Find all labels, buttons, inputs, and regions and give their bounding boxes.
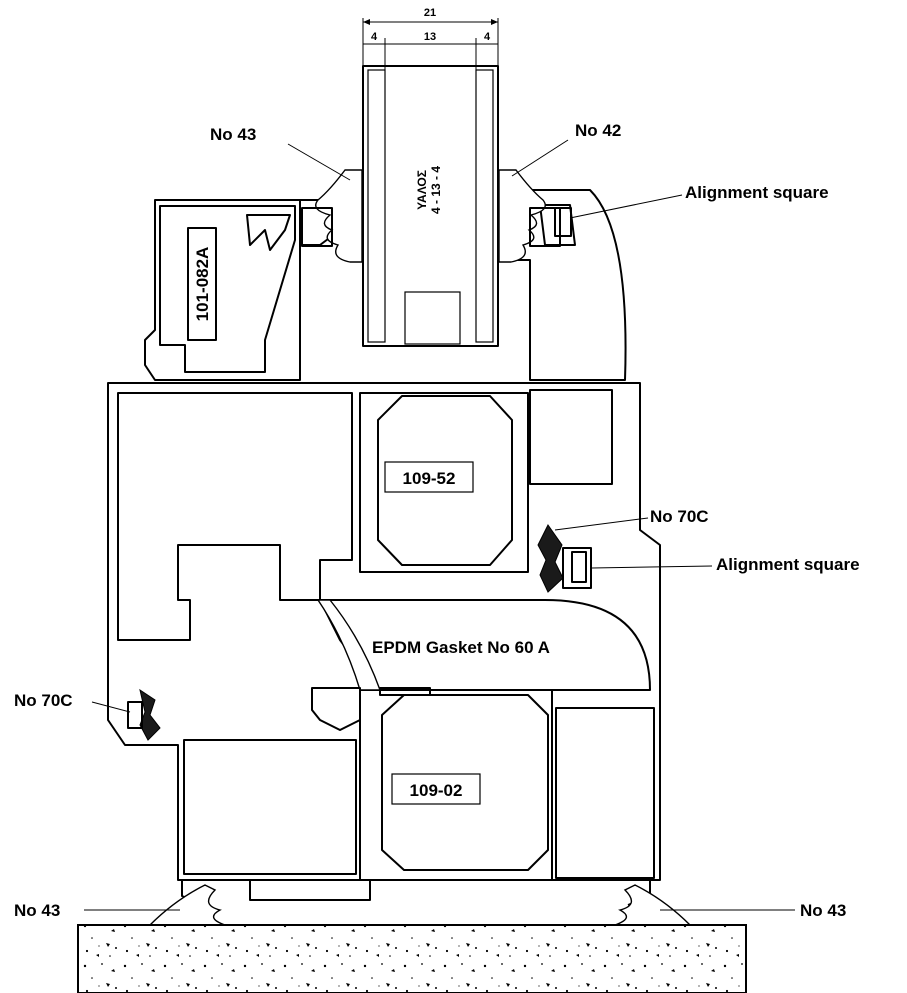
concrete-sill (77, 924, 747, 993)
dimension-lines: 21 4 13 4 (362, 7, 499, 70)
dimension-overall: 21 (424, 7, 436, 19)
dimension-left: 4 (371, 31, 378, 43)
dimension-middle: 13 (424, 31, 436, 43)
callout-gasket-bottom-left: No 43 (14, 901, 60, 920)
callout-gasket-mid-right: No 70C (650, 507, 709, 526)
glazing-unit: ΥΑΛΟΣ 4 - 13 - 4 (362, 65, 499, 347)
sash-lower-profile (127, 524, 651, 741)
glazing-gaskets-top (301, 169, 561, 263)
callout-alignment-top: Alignment square (685, 183, 829, 202)
callout-gasket-mid-left: No 70C (14, 691, 73, 710)
profile-label-101-082a: 101-082A (193, 247, 212, 322)
callout-epdm-gasket: EPDM Gasket No 60 A (372, 638, 550, 657)
glazing-spec: 4 - 13 - 4 (429, 166, 443, 214)
profile-label-109-52: 109-52 (403, 469, 456, 488)
dimension-right: 4 (484, 31, 491, 43)
leader-lines (84, 139, 795, 911)
bottom-gaskets (148, 884, 692, 926)
callout-gasket-top-left: No 43 (210, 125, 256, 144)
glazing-label: ΥΑΛΟΣ (415, 170, 429, 210)
profile-label-109-02: 109-02 (410, 781, 463, 800)
callout-gasket-bottom-right: No 43 (800, 901, 846, 920)
callout-gasket-top-right: No 42 (575, 121, 621, 140)
callout-alignment-mid: Alignment square (716, 555, 860, 574)
